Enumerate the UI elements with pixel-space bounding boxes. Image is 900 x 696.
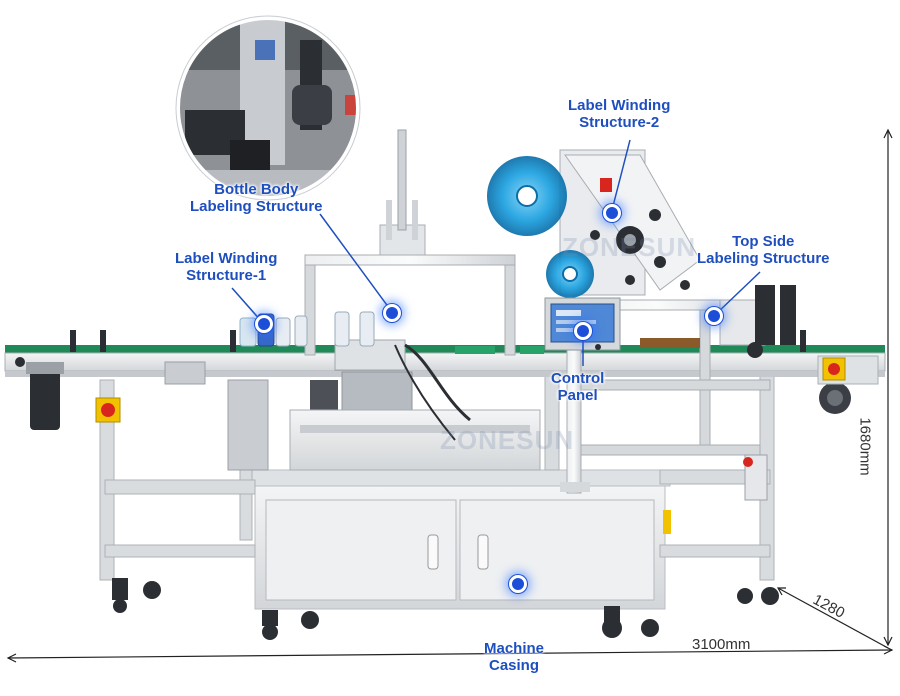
watermark-top: ZONESUN: [562, 232, 697, 262]
top-side-labeling-module: [544, 149, 796, 456]
callout-control-panel-line1: Control: [551, 370, 605, 387]
conveyor: [4, 330, 886, 377]
pneumatic-regulator: [663, 454, 768, 534]
inset-zoom-view: [175, 15, 361, 201]
callout-top-side-line2: Labeling Structure: [697, 250, 830, 267]
hotspot-label-winding-1[interactable]: [255, 315, 273, 333]
callout-label-winding-2: Label Winding Structure-2: [568, 97, 670, 131]
callout-label-winding-1: Label Winding Structure-1: [175, 250, 277, 284]
hotspot-label-winding-2[interactable]: [603, 204, 621, 222]
callout-machine-casing-line2: Casing: [489, 657, 540, 674]
casters: [112, 578, 779, 640]
bottle-body-labeling-module: [289, 129, 541, 471]
dimension-length: 3100mm: [692, 636, 751, 653]
left-emergency-stop: [95, 397, 121, 423]
callout-lw2-line2: Structure-2: [579, 114, 660, 131]
hotspot-top-side[interactable]: [705, 307, 723, 325]
callout-lw1-line2: Structure-1: [186, 267, 267, 284]
callout-lw2-line1: Label Winding: [568, 97, 671, 114]
callout-bottle-body-line2: Labeling Structure: [190, 198, 323, 215]
label-rolls: [487, 156, 594, 298]
callout-bottle-body-labeling: Bottle Body Labeling Structure: [190, 181, 323, 215]
watermark-bottom: ZONESUN: [440, 425, 575, 455]
callout-machine-casing-line1: Machine: [484, 640, 545, 657]
callout-control-panel: Control Panel: [551, 370, 604, 404]
hotspot-bottle-body[interactable]: [383, 304, 401, 322]
hotspot-control-panel[interactable]: [574, 322, 592, 340]
callout-top-side-line1: Top Side: [732, 233, 795, 250]
left-side-brackets: [164, 361, 269, 471]
callout-bottle-body-line1: Bottle Body: [214, 181, 299, 198]
callout-control-panel-line2: Panel: [557, 387, 598, 404]
callout-machine-casing: Machine Casing: [484, 640, 544, 674]
right-emergency-stop: [822, 357, 846, 381]
machine-casing-cabinet: [249, 469, 671, 610]
callout-lw1-line1: Label Winding: [175, 250, 278, 267]
callout-top-side-labeling: Top Side Labeling Structure: [697, 233, 830, 267]
dimension-height: 1680mm: [856, 417, 874, 476]
hotspot-machine-casing[interactable]: [509, 575, 527, 593]
left-motor: [26, 362, 64, 430]
dimension-lines: [6, 128, 894, 663]
